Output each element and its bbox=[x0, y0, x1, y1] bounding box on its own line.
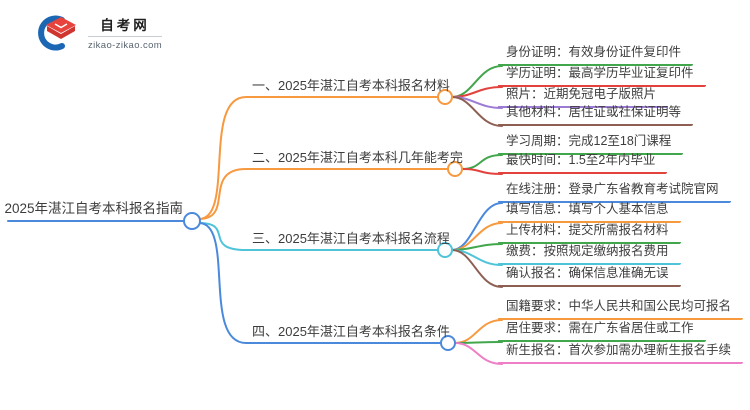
mindmap-item-label: 国籍要求：中华人民共和国公民均可报名 bbox=[498, 299, 744, 320]
cap-front-face bbox=[47, 26, 75, 39]
mindmap-item-label: 新生报名：首次参加需办理新生报名手续 bbox=[498, 343, 744, 364]
root-node-label: 2025年湛江自考本科报名指南 bbox=[4, 201, 183, 217]
branch-connector bbox=[198, 168, 450, 220]
branch-node-label: 一、2025年湛江自考本科报名材料 bbox=[252, 77, 450, 93]
mindmap-item-label: 照片：近期免冠电子版照片 bbox=[498, 87, 669, 108]
branch-connector bbox=[198, 222, 443, 344]
branch-connector bbox=[198, 222, 440, 251]
mindmap-item-label: 最快时间：1.5至2年内毕业 bbox=[498, 153, 668, 174]
subitem-connector bbox=[454, 319, 503, 344]
subitem-connector bbox=[454, 342, 503, 365]
mindmap-item-label: 居住要求：需在广东省居住或工作 bbox=[498, 321, 706, 342]
subitem-connector bbox=[461, 168, 503, 175]
site-logo: 自考网 zikao-zikao.com bbox=[33, 12, 163, 52]
subitem-connector bbox=[451, 202, 503, 251]
subitem-connector bbox=[454, 341, 503, 344]
logo-crescent-shape bbox=[38, 15, 65, 51]
cap-top-face bbox=[46, 17, 76, 33]
branch-node-label: 四、2025年湛江自考本科报名条件 bbox=[252, 323, 450, 339]
subitem-connector bbox=[451, 96, 503, 127]
branch-node-circle bbox=[437, 242, 453, 258]
mindmap-item-label: 学习周期：完成12至18门课程 bbox=[498, 134, 684, 155]
branch-node-label: 三、2025年湛江自考本科报名流程 bbox=[252, 230, 450, 246]
branch-connector bbox=[198, 96, 440, 220]
mindmap-item-label: 确认报名：确保信息准确无误 bbox=[498, 266, 681, 287]
subitem-connector bbox=[461, 154, 503, 170]
mindmap-item-label: 缴费：按照规定缴纳报名费用 bbox=[498, 244, 681, 265]
root-node-circle bbox=[183, 212, 201, 230]
logo-site-url: zikao-zikao.com bbox=[88, 39, 163, 51]
branch-node-label: 二、2025年湛江自考本科几年能考完 bbox=[252, 149, 463, 165]
mindmap-item-label: 身份证明：有效身份证件复印件 bbox=[498, 45, 694, 66]
subitem-connector bbox=[451, 86, 503, 98]
cap-chevron-line bbox=[54, 23, 68, 29]
mindmap-item-label: 上传材料：提交所需报名材料 bbox=[498, 223, 681, 244]
branch-node-circle bbox=[447, 161, 463, 177]
mindmap-item-label: 学历证明：最高学历毕业证复印件 bbox=[498, 66, 706, 87]
mindmap-item-label: 其他材料：居住证或社保证明等 bbox=[498, 105, 694, 126]
subitem-connector bbox=[451, 249, 503, 288]
mindmap-item-label: 在线注册：登录广东省教育考试院官网 bbox=[498, 182, 731, 203]
logo-divider bbox=[88, 35, 163, 37]
branch-node-circle bbox=[440, 335, 456, 351]
mindmap-item-label: 填写信息：填写个人基本信息 bbox=[498, 202, 681, 223]
branch-node-circle bbox=[437, 89, 453, 105]
logo-site-name: 自考网 bbox=[100, 17, 150, 33]
graduation-cap-icon bbox=[38, 15, 76, 51]
logo-text-block: 自考网 zikao-zikao.com bbox=[88, 14, 163, 51]
